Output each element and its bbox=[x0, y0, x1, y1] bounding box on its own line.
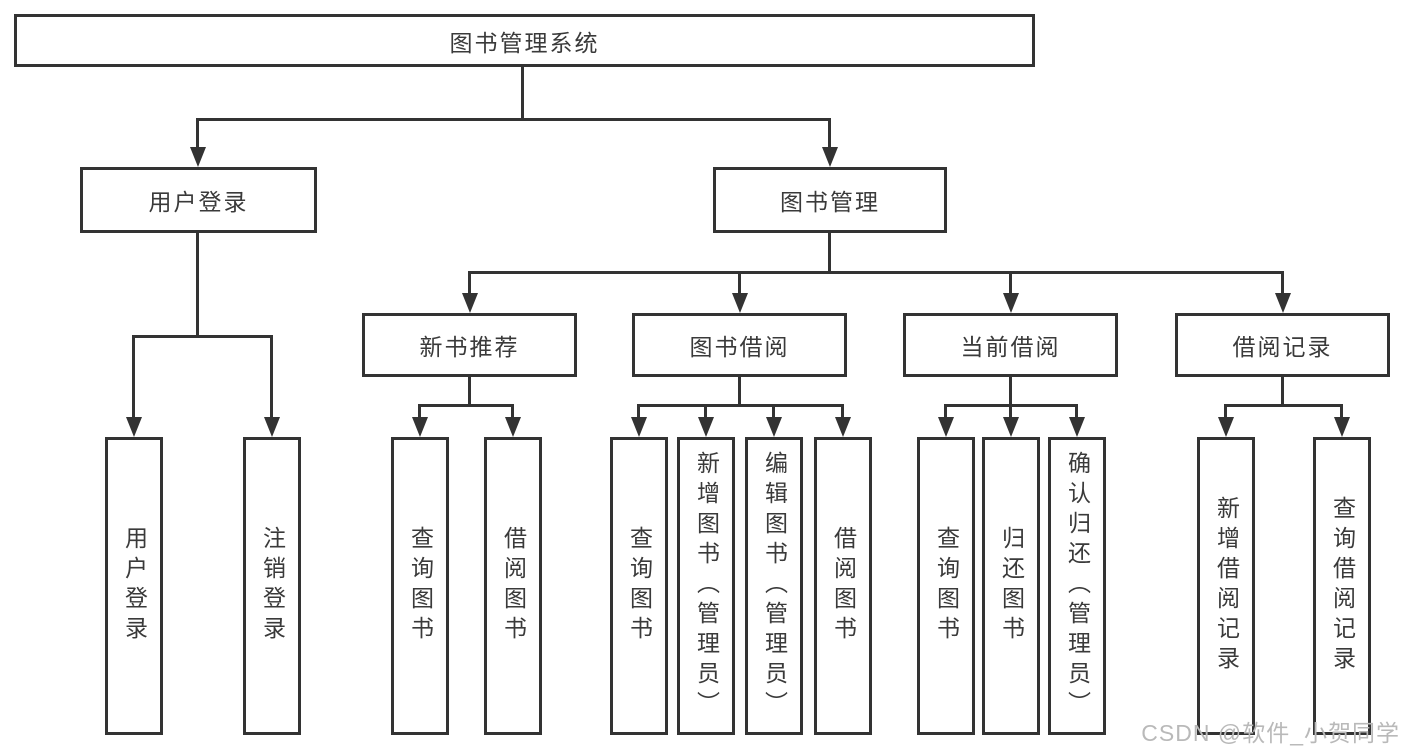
connector-line bbox=[196, 118, 831, 121]
connector-line bbox=[132, 335, 273, 338]
arrow-down-icon bbox=[468, 271, 471, 294]
node-label: 图书借阅 bbox=[689, 334, 790, 360]
connector-line bbox=[828, 232, 831, 274]
arrow-down-icon bbox=[418, 404, 421, 418]
node-user-login: 用户登录 bbox=[80, 167, 317, 233]
leaf-logout: 注销登录 bbox=[243, 437, 301, 735]
leaf-edit-book-admin: 编辑图书（管理员） bbox=[745, 437, 803, 735]
node-label: 借阅图书 bbox=[830, 526, 857, 646]
node-label: 编辑图书（管理员） bbox=[761, 451, 788, 721]
node-label: 图书管理 bbox=[780, 189, 880, 215]
arrow-down-icon bbox=[1340, 404, 1343, 418]
node-label: 查询图书 bbox=[626, 526, 653, 646]
node-borrow-record: 借阅记录 bbox=[1175, 313, 1390, 377]
node-new-book-recommend: 新书推荐 bbox=[362, 313, 577, 377]
node-label: 查询借阅记录 bbox=[1329, 496, 1356, 676]
connector-line bbox=[468, 376, 471, 407]
node-label: 借阅图书 bbox=[500, 526, 527, 646]
leaf-query-book-current: 查询图书 bbox=[917, 437, 975, 735]
node-label: 新书推荐 bbox=[419, 334, 520, 360]
node-label: 注销登录 bbox=[259, 526, 286, 646]
node-book-management: 图书管理 bbox=[713, 167, 947, 233]
node-label: 用户登录 bbox=[148, 189, 249, 215]
arrow-down-icon bbox=[1009, 271, 1012, 294]
arrow-down-icon bbox=[772, 404, 775, 418]
leaf-borrow-book: 借阅图书 bbox=[814, 437, 872, 735]
arrow-down-icon bbox=[1281, 271, 1284, 294]
arrow-down-icon bbox=[704, 404, 707, 418]
node-label: 借阅记录 bbox=[1232, 334, 1333, 360]
connector-line bbox=[196, 232, 199, 338]
arrow-down-icon bbox=[828, 118, 831, 148]
connector-line bbox=[1281, 376, 1284, 407]
connector-line bbox=[1009, 376, 1012, 407]
arrow-down-icon bbox=[637, 404, 640, 418]
leaf-borrow-book-recommend: 借阅图书 bbox=[484, 437, 542, 735]
leaf-user-login: 用户登录 bbox=[105, 437, 163, 735]
node-label: 当前借阅 bbox=[960, 334, 1061, 360]
connector-line bbox=[1224, 404, 1343, 407]
leaf-query-borrow-record: 查询借阅记录 bbox=[1313, 437, 1371, 735]
arrow-down-icon bbox=[738, 271, 741, 294]
arrow-down-icon bbox=[511, 404, 514, 418]
connector-line bbox=[468, 271, 1284, 274]
node-book-borrow: 图书借阅 bbox=[632, 313, 847, 377]
arrow-down-icon bbox=[1009, 404, 1012, 418]
leaf-add-borrow-record: 新增借阅记录 bbox=[1197, 437, 1255, 735]
connector-line bbox=[637, 404, 844, 407]
arrow-down-icon bbox=[196, 118, 199, 148]
node-label: 查询图书 bbox=[407, 526, 434, 646]
node-label: 用户登录 bbox=[121, 526, 148, 646]
node-label: 确认归还（管理员） bbox=[1064, 451, 1091, 721]
node-current-borrow: 当前借阅 bbox=[903, 313, 1118, 377]
arrow-down-icon bbox=[1075, 404, 1078, 418]
arrow-down-icon bbox=[132, 335, 135, 418]
connector-line bbox=[521, 66, 524, 120]
node-label: 图书管理系统 bbox=[449, 29, 600, 56]
leaf-add-book-admin: 新增图书（管理员） bbox=[677, 437, 735, 735]
arrow-down-icon bbox=[1224, 404, 1227, 418]
node-label: 新增借阅记录 bbox=[1213, 496, 1240, 676]
watermark: CSDN @软件_小贺同学 bbox=[1141, 720, 1400, 746]
node-label: 新增图书（管理员） bbox=[693, 451, 720, 721]
connector-line bbox=[738, 376, 741, 407]
node-root-system: 图书管理系统 bbox=[14, 14, 1035, 67]
arrow-down-icon bbox=[841, 404, 844, 418]
leaf-query-book-recommend: 查询图书 bbox=[391, 437, 449, 735]
arrow-down-icon bbox=[270, 335, 273, 418]
connector-line bbox=[418, 404, 514, 407]
leaf-return-book: 归还图书 bbox=[982, 437, 1040, 735]
arrow-down-icon bbox=[944, 404, 947, 418]
leaf-query-book: 查询图书 bbox=[610, 437, 668, 735]
leaf-confirm-return-admin: 确认归还（管理员） bbox=[1048, 437, 1106, 735]
node-label: 查询图书 bbox=[933, 526, 960, 646]
node-label: 归还图书 bbox=[998, 526, 1025, 646]
